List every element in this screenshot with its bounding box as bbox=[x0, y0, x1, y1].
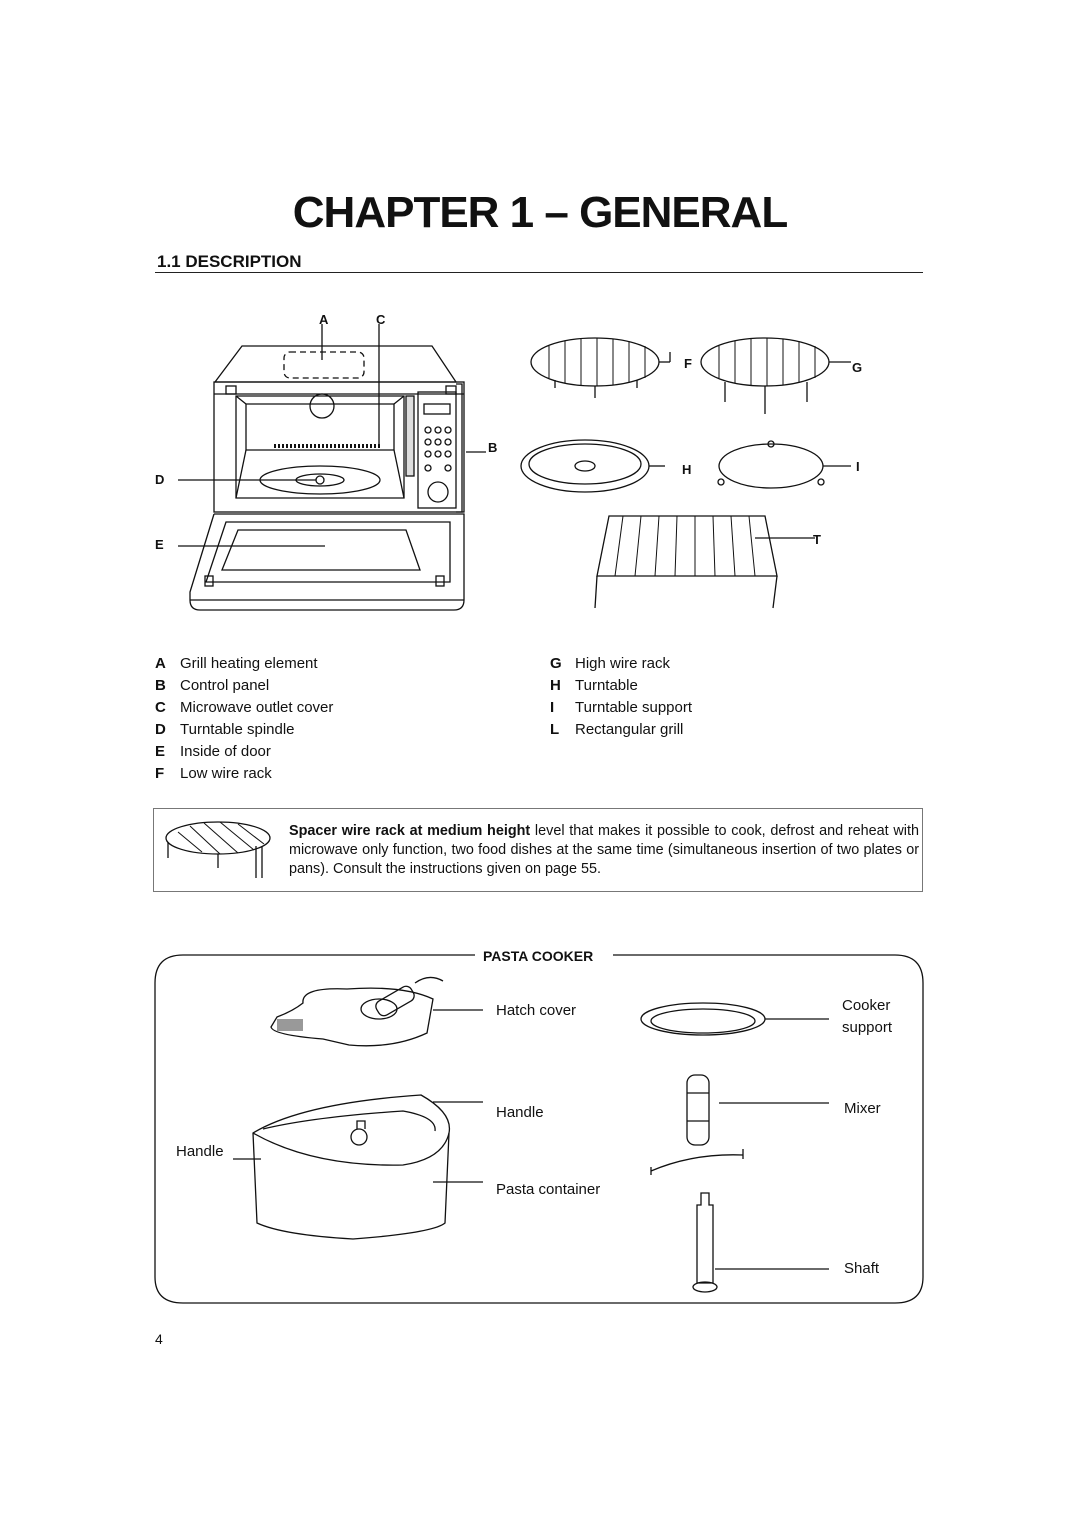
callout-e: E bbox=[155, 537, 164, 552]
handle-left-label: Handle bbox=[176, 1143, 224, 1160]
callout-f: F bbox=[684, 356, 692, 371]
page-number: 4 bbox=[155, 1331, 163, 1347]
microwave-oven-diagram bbox=[178, 324, 486, 611]
spacer-rack-note-box bbox=[153, 808, 923, 892]
callout-i: I bbox=[856, 459, 860, 474]
note-lead: Spacer wire rack at medium height bbox=[289, 823, 531, 839]
cooker-support-label-line1: Cooker bbox=[842, 997, 891, 1014]
note-body: level that makes it possible to cook, de… bbox=[289, 823, 919, 877]
chapter-title: CHAPTER 1 – GENERAL bbox=[292, 188, 788, 237]
callout-h: H bbox=[682, 462, 692, 477]
callout-b: B bbox=[488, 440, 498, 455]
callout-d: D bbox=[155, 472, 165, 487]
accessories-diagram bbox=[520, 337, 851, 609]
pasta-cooker-panel bbox=[154, 954, 924, 1304]
spacer-rack-note: Spacer wire rack at medium height level … bbox=[289, 822, 919, 879]
pasta-cooker-title: PASTA COOKER bbox=[483, 948, 594, 964]
pasta-container-label: Pasta container bbox=[496, 1181, 601, 1198]
callout-a: A bbox=[319, 312, 329, 327]
callout-c: C bbox=[376, 312, 386, 327]
spacer-wire-rack-icon bbox=[165, 821, 271, 878]
callout-t: T bbox=[813, 532, 821, 547]
section-heading: 1.1 DESCRIPTION bbox=[157, 252, 302, 271]
callout-g: G bbox=[852, 360, 863, 375]
mixer-label: Mixer bbox=[844, 1100, 881, 1117]
section-divider bbox=[155, 272, 923, 273]
handle-right-label: Handle bbox=[496, 1104, 544, 1121]
hatch-cover-label: Hatch cover bbox=[496, 1002, 577, 1019]
cooker-support-label-line2: support bbox=[842, 1019, 893, 1036]
shaft-label: Shaft bbox=[844, 1260, 880, 1277]
